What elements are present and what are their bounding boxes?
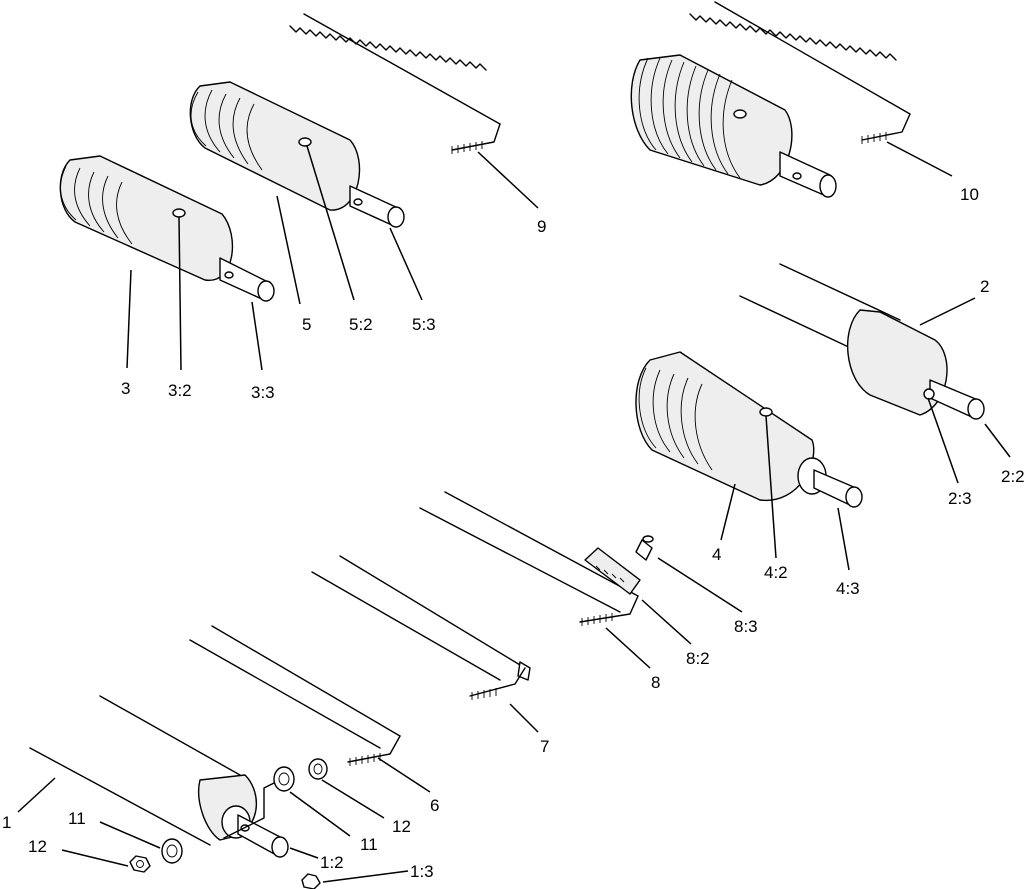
callout-4-2: 4:2 bbox=[764, 563, 788, 582]
callout-8-3: 8:3 bbox=[734, 617, 758, 636]
part-8-rod bbox=[419, 491, 654, 626]
callout-8-2: 8:2 bbox=[686, 649, 710, 668]
callout-2-2: 2:2 bbox=[1001, 467, 1025, 486]
part-4-roller bbox=[635, 351, 863, 508]
part-5-roller bbox=[189, 81, 405, 228]
callout-4: 4 bbox=[712, 545, 721, 564]
callout-6: 6 bbox=[430, 796, 439, 815]
callout-9: 9 bbox=[537, 217, 546, 236]
callout-1: 1 bbox=[2, 813, 11, 832]
callout-12a: 12 bbox=[28, 837, 47, 856]
callout-5-2: 5:2 bbox=[349, 315, 373, 334]
callout-11b: 11 bbox=[360, 835, 378, 854]
callout-5-3: 5:3 bbox=[412, 315, 436, 334]
part-1-main-roller bbox=[29, 695, 289, 858]
callout-1-3: 1:3 bbox=[410, 862, 434, 881]
callout-3: 3 bbox=[121, 379, 130, 398]
part-10-brush-roller bbox=[630, 1, 911, 198]
callout-2: 2 bbox=[980, 277, 989, 296]
part-6-rod bbox=[189, 625, 401, 766]
callout-2-3: 2:3 bbox=[948, 489, 972, 508]
callout-10: 10 bbox=[960, 185, 979, 204]
hardware-washers-nuts bbox=[129, 758, 328, 889]
callout-3-2: 3:2 bbox=[168, 381, 192, 400]
callout-3-3: 3:3 bbox=[251, 383, 275, 402]
leader-lines bbox=[17, 141, 1011, 883]
part-2-long-roller bbox=[739, 263, 985, 420]
callout-12b: 12 bbox=[392, 817, 411, 836]
callout-7: 7 bbox=[540, 737, 549, 756]
callout-4-3: 4:3 bbox=[836, 579, 860, 598]
callout-5: 5 bbox=[302, 315, 311, 334]
part-3-roller bbox=[59, 155, 275, 302]
callout-8: 8 bbox=[651, 673, 660, 692]
part-7-rod bbox=[311, 555, 531, 700]
callout-1-2: 1:2 bbox=[320, 853, 344, 872]
callout-11a: 11 bbox=[68, 809, 86, 828]
callout-labels: 9 10 5 5:2 5:3 3 3:2 3:3 2 2:2 2:3 4 4:2… bbox=[2, 185, 1025, 881]
part-9-comb-rod bbox=[289, 13, 501, 154]
